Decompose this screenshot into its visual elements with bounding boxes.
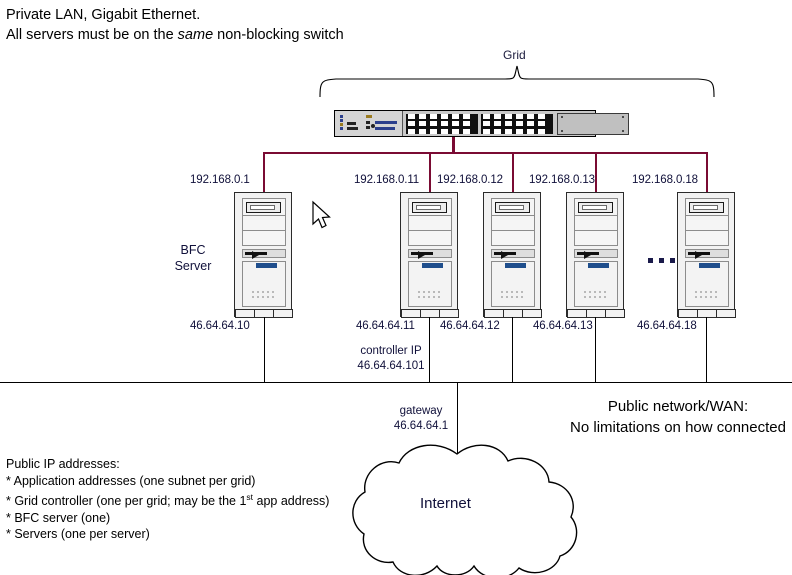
internet-label: Internet	[420, 495, 471, 512]
wan-ip-label-1: 46.64.64.10	[190, 320, 250, 332]
wan-ip-label-2: 46.64.64.11	[356, 320, 415, 332]
switch-led-panel	[335, 111, 403, 136]
status-bar	[699, 263, 720, 268]
legend-item-2-tail: app address)	[253, 494, 330, 509]
front-panel	[574, 261, 618, 307]
front-panel	[685, 261, 729, 307]
lan-drop-wire-5	[706, 152, 708, 196]
controller-ip-line1: controller IP	[360, 345, 422, 357]
status-bar	[588, 263, 609, 268]
front-panel	[408, 261, 452, 307]
switch-marking	[375, 121, 397, 124]
legend-title: Public IP addresses:	[6, 457, 120, 471]
lan-ip-label-2: 192.168.0.11	[354, 174, 420, 186]
floppy-drive-icon	[685, 249, 729, 259]
legend-item-2-superscript: st	[246, 492, 254, 502]
wan-drop-wire-1	[264, 317, 265, 382]
server-tower-3[interactable]	[483, 192, 542, 318]
optical-drive-icon	[578, 202, 613, 213]
switch-led	[340, 119, 343, 122]
legend-block: Public IP addresses: * Application addre…	[6, 456, 329, 543]
lan-ip-label-5: 192.168.0.18	[632, 174, 698, 186]
controller-ip-line2: 46.64.64.101	[357, 360, 425, 372]
note-line-2: All servers must be on the same non-bloc…	[6, 26, 344, 45]
note-line-2-emphasis: same	[177, 27, 214, 43]
bfc-server-label-line2: Server	[174, 259, 212, 273]
server-tower-5[interactable]	[677, 192, 736, 318]
optical-drive-icon	[495, 202, 530, 213]
floppy-drive-icon	[574, 249, 618, 259]
switch-expansion-module	[557, 113, 629, 135]
legend-item-2-text: * Grid controller (one per grid; may be …	[6, 494, 247, 509]
optical-drive-icon	[689, 202, 724, 213]
lan-bus-wire	[263, 152, 708, 154]
legend-item-4: * Servers (one per server)	[6, 527, 150, 542]
switch-marking	[366, 121, 370, 124]
switch-port-block-b[interactable]	[481, 114, 553, 134]
status-bar	[256, 263, 277, 268]
status-bar	[505, 263, 526, 268]
mouse-cursor	[312, 200, 331, 229]
gateway-label: gateway 46.64.64.1	[383, 404, 459, 434]
wan-drop-wire-2	[429, 317, 430, 382]
public-wan-note-line1: Public network/WAN:	[607, 398, 749, 415]
wan-ip-label-3: 46.64.64.12	[440, 320, 500, 332]
gateway-label-line2: 46.64.64.1	[393, 420, 449, 432]
switch-led	[340, 115, 343, 118]
note-line-1: Private LAN, Gigabit Ethernet.	[6, 7, 201, 23]
switch-marking	[366, 115, 372, 118]
optical-drive-icon	[412, 202, 447, 213]
server-tower-1[interactable]	[234, 192, 293, 318]
server-ellipsis	[648, 258, 688, 266]
switch-led	[340, 123, 343, 126]
wan-bus-line	[0, 382, 792, 383]
switch-port-block-a[interactable]	[406, 114, 478, 134]
server-tower-2[interactable]	[400, 192, 459, 318]
network-switch[interactable]	[334, 110, 629, 137]
front-panel	[242, 261, 286, 307]
switch-marking	[347, 127, 358, 130]
public-wan-note-line2: No limitations on how connected	[570, 419, 786, 436]
gateway-wire	[457, 382, 458, 454]
lan-ip-label-3: 192.168.0.12	[437, 174, 503, 186]
lan-drop-wire-2	[429, 152, 431, 196]
public-wan-note: Public network/WAN: No limitations on ho…	[566, 396, 790, 438]
status-bar	[422, 263, 443, 268]
bfc-server-label-line1: BFC	[180, 243, 206, 257]
wan-ip-label-4: 46.64.64.13	[533, 320, 593, 332]
server-tower-4[interactable]	[566, 192, 625, 318]
lan-drop-wire-1	[263, 152, 265, 196]
grid-brace	[319, 65, 715, 98]
note-line-2-pre: All servers must be on the	[6, 27, 178, 43]
switch-marking	[347, 122, 356, 125]
front-panel	[491, 261, 535, 307]
floppy-drive-icon	[408, 249, 452, 259]
lan-drop-wire-3	[512, 152, 514, 196]
lan-drop-wire-4	[595, 152, 597, 196]
switch-marking	[366, 126, 370, 129]
switch-marking	[375, 127, 395, 130]
note-line-2-post: non-blocking switch	[213, 27, 344, 43]
legend-item-2: * Grid controller (one per grid; may be …	[6, 489, 329, 510]
lan-uplink-wire	[452, 137, 455, 153]
bfc-server-label: BFC Server	[160, 242, 226, 274]
wan-drop-wire-5	[706, 317, 707, 382]
floppy-drive-icon	[242, 249, 286, 259]
controller-ip-label: controller IP 46.64.64.101	[352, 344, 430, 374]
switch-button[interactable]	[371, 124, 375, 128]
lan-ip-label-1: 192.168.0.1	[190, 174, 250, 186]
wan-drop-wire-4	[595, 317, 596, 382]
grid-label: Grid	[503, 48, 526, 62]
legend-item-3: * BFC server (one)	[6, 510, 111, 525]
gateway-label-line1: gateway	[399, 405, 443, 417]
legend-item-1: * Application addresses (one subnet per …	[6, 473, 256, 488]
wan-ip-label-5: 46.64.64.18	[637, 320, 697, 332]
lan-ip-label-4: 192.168.0.13	[529, 174, 595, 186]
wan-drop-wire-3	[512, 317, 513, 382]
switch-led	[340, 127, 343, 130]
floppy-drive-icon	[491, 249, 535, 259]
optical-drive-icon	[246, 202, 281, 213]
